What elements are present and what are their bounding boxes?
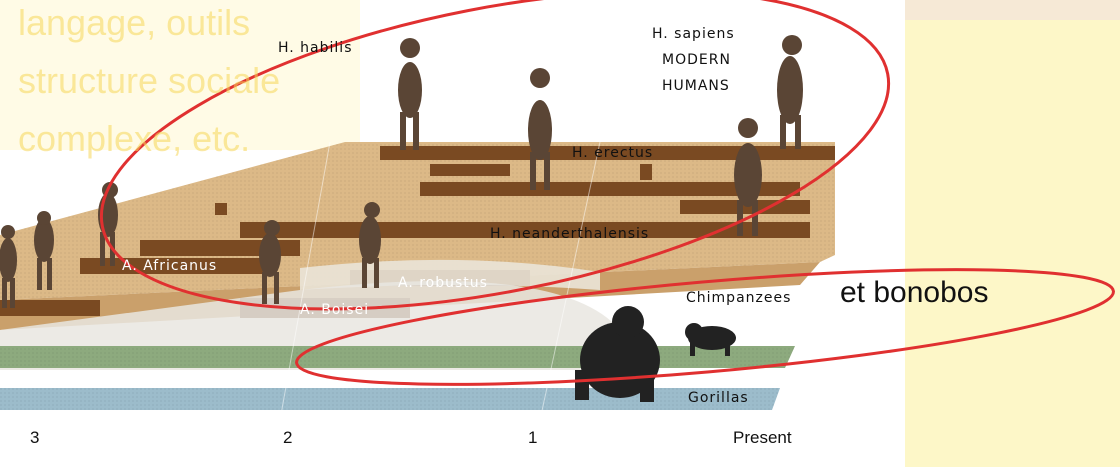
bar-small [215,203,227,215]
figure-habilis [398,38,422,150]
label-sapiens-modern: MODERN [662,52,731,68]
figure-sapiens [777,35,803,149]
label-habilis: H. habilis [278,40,352,56]
overlay-line-1: langage, outils [18,2,250,44]
timeline-tick-3: 3 [30,428,39,448]
label-gorillas: Gorillas [688,390,749,406]
label-africanus: A. Africanus [122,258,217,274]
bar-habilis [430,164,510,176]
label-neanderthalensis: H. neanderthalensis [490,226,649,242]
bar-erectus-2 [640,164,652,180]
overlay-line-3: complexe, etc. [18,118,250,160]
timeline-tick-2: 2 [283,428,292,448]
label-boisei: A. Boisei [300,302,369,318]
gorilla-band-texture [0,388,780,410]
label-chimpanzees: Chimpanzees [686,290,791,306]
label-sapiens: H. sapiens [652,26,735,42]
chimp-band-texture [0,346,795,368]
right-panel-top [905,0,1120,20]
label-robustus: A. robustus [398,275,488,291]
label-erectus: H. erectus [572,145,653,161]
timeline-tick-1: 1 [528,428,537,448]
right-panel [905,0,1120,467]
timeline-tick-present: Present [733,428,792,448]
annotation-bonobos: et bonobos [840,276,988,310]
label-sapiens-humans: HUMANS [662,78,730,94]
overlay-line-2: structure sociale [18,60,280,102]
